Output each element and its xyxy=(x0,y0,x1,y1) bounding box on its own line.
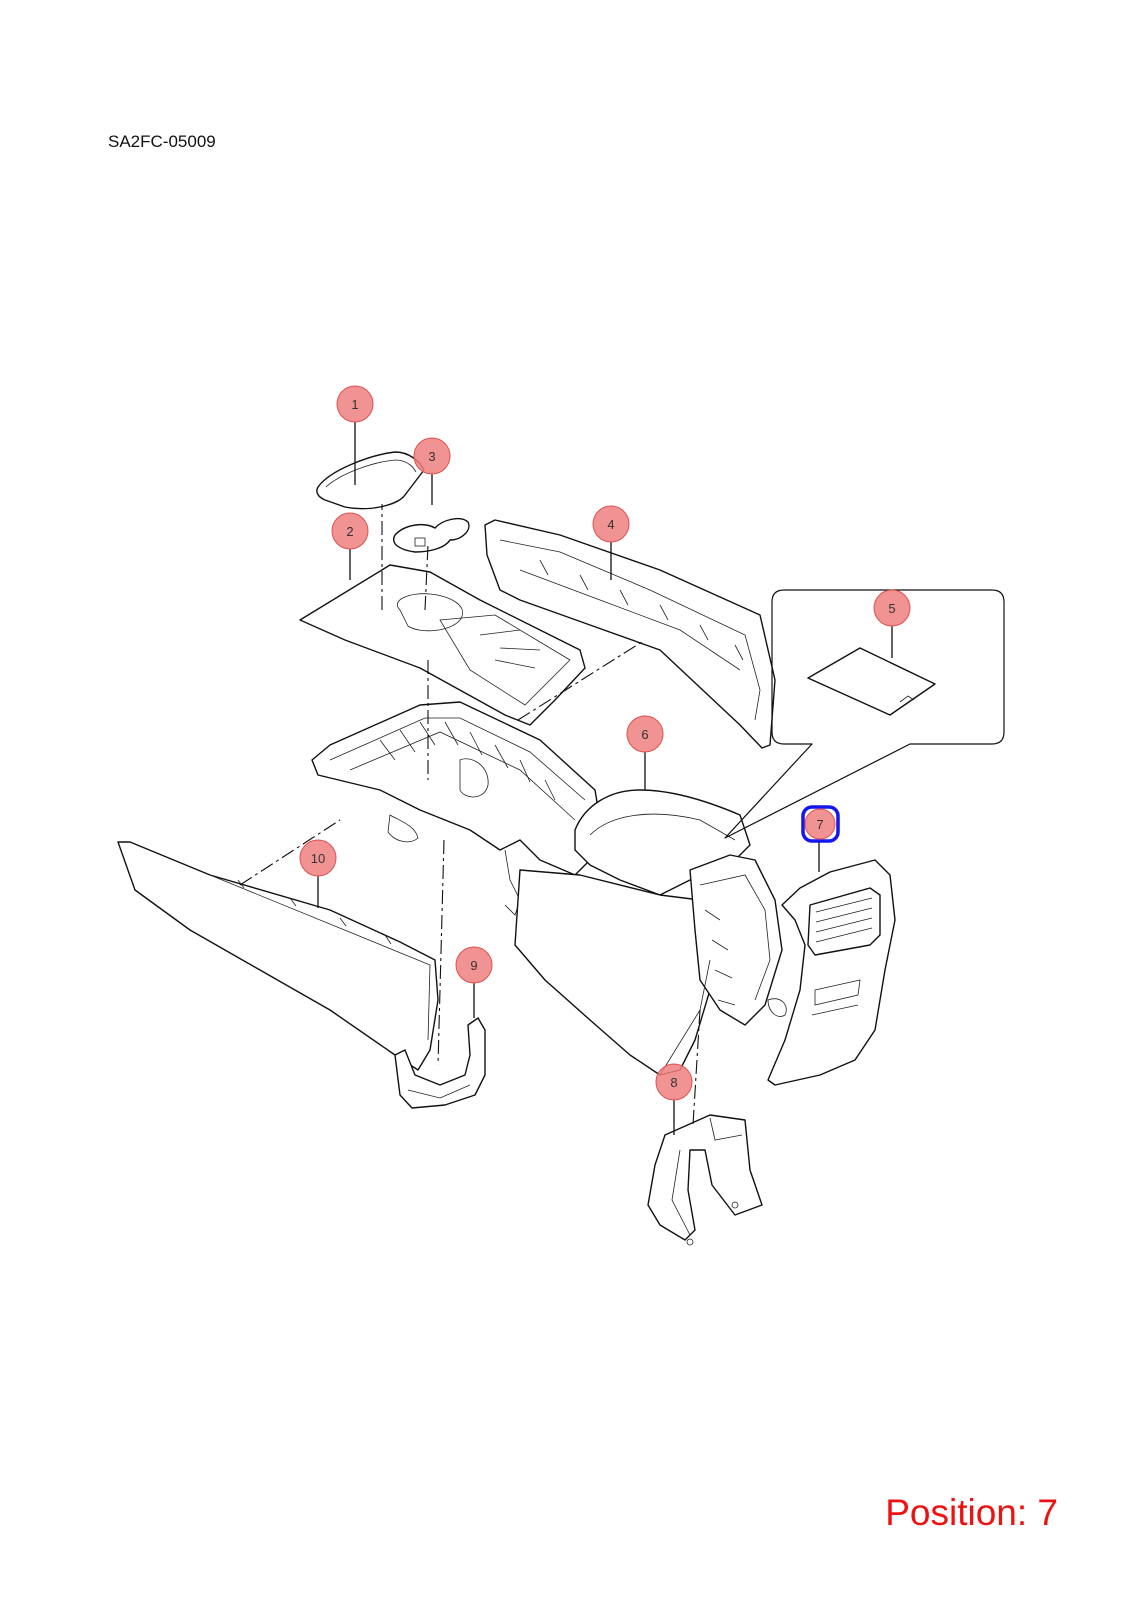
part-7-rear-vent-panel[interactable] xyxy=(767,859,896,1086)
part-10-left-panel[interactable] xyxy=(117,841,439,1071)
part-4-side-panel[interactable] xyxy=(484,519,776,749)
callout-7-selection-box xyxy=(801,805,840,843)
callout-10-label: 10 xyxy=(311,851,325,866)
part-5-inset xyxy=(724,589,1005,839)
console-frame[interactable] xyxy=(311,701,601,916)
callout-5[interactable]: 5 xyxy=(873,589,911,627)
callout-8-label: 8 xyxy=(670,1075,677,1090)
part-2-top-panel[interactable] xyxy=(299,564,586,726)
callout-2-circle xyxy=(331,512,369,550)
callout-6[interactable]: 6 xyxy=(626,715,664,753)
part-5-mat[interactable] xyxy=(807,647,936,716)
callout-4[interactable]: 4 xyxy=(592,505,630,543)
callout-3-label: 3 xyxy=(428,449,435,464)
callout-leaders xyxy=(317,422,893,1135)
callout-8-circle xyxy=(655,1063,693,1101)
part-8-rear-bracket[interactable] xyxy=(647,1114,763,1246)
callout-4-label: 4 xyxy=(607,517,614,532)
callout-7-circle xyxy=(804,808,836,840)
callout-8[interactable]: 8 xyxy=(655,1063,693,1101)
callout-7-label: 7 xyxy=(816,817,823,832)
callout-5-label: 5 xyxy=(888,601,895,616)
callout-10-circle xyxy=(299,839,337,877)
selected-position-label: Position: 7 xyxy=(885,1492,1058,1533)
callout-4-circle xyxy=(592,505,630,543)
callout-2-label: 2 xyxy=(346,524,353,539)
callout-9-label: 9 xyxy=(470,958,477,973)
callout-1[interactable]: 1 xyxy=(336,385,374,423)
callout-3-circle xyxy=(413,437,451,475)
callout-6-label: 6 xyxy=(641,727,648,742)
assembly-lines xyxy=(239,504,701,1126)
callout-6-circle xyxy=(626,715,664,753)
drawing-code: SA2FC-05009 xyxy=(108,132,216,151)
part-1-lid[interactable] xyxy=(316,451,425,510)
callout-7[interactable]: 7 xyxy=(801,805,840,843)
callout-2[interactable]: 2 xyxy=(331,512,369,550)
callout-1-label: 1 xyxy=(351,397,358,412)
part-9-bracket[interactable] xyxy=(394,1017,486,1109)
callout-5-circle xyxy=(873,589,911,627)
callout-1-circle xyxy=(336,385,374,423)
part-3-cupholder-mat[interactable] xyxy=(393,518,470,553)
callout-9[interactable]: 9 xyxy=(455,946,493,984)
console-rear-body[interactable] xyxy=(514,854,783,1076)
callout-9-circle xyxy=(455,946,493,984)
callout-10[interactable]: 10 xyxy=(299,839,337,877)
callout-3[interactable]: 3 xyxy=(413,437,451,475)
